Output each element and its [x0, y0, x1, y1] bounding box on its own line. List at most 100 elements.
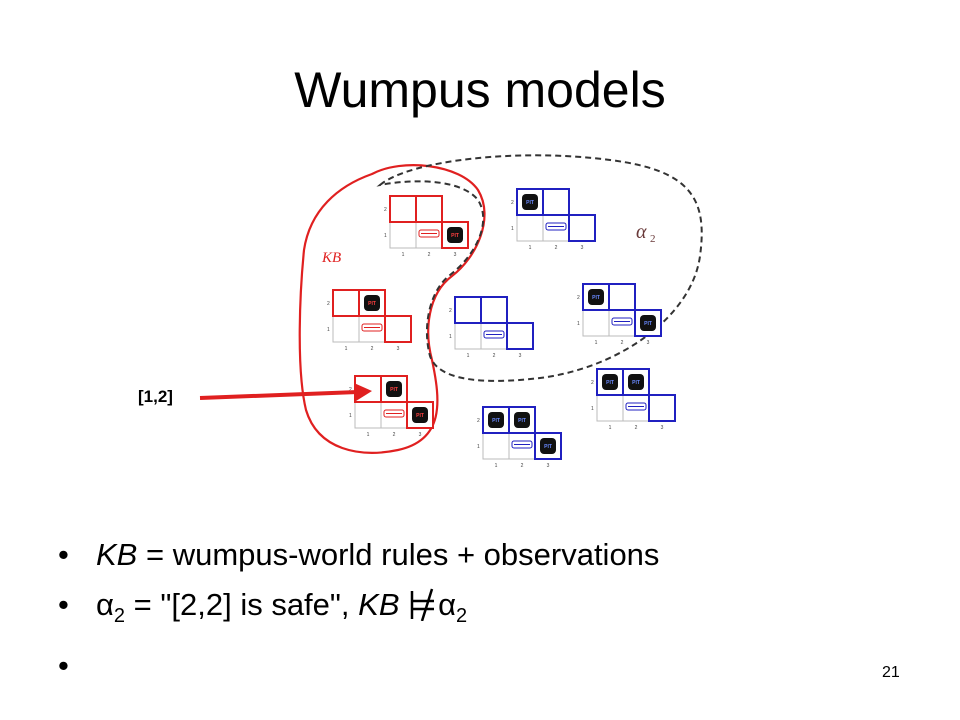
pit-label: PIT	[606, 380, 614, 386]
bullet-marker: •	[58, 648, 69, 684]
model-cell	[596, 394, 624, 422]
model-cell	[582, 309, 610, 337]
model-cell	[506, 322, 534, 350]
model-cell	[480, 296, 508, 324]
axis-col-label: 3	[547, 463, 550, 469]
axis-col-label: 1	[467, 353, 470, 359]
axis-row-label: 1	[577, 321, 580, 327]
model-cell	[389, 195, 417, 223]
model-grid: PIT PIT 1 2 1 2 3	[591, 368, 676, 431]
axis-row-label: 1	[449, 334, 452, 340]
pit-label: PIT	[592, 295, 600, 301]
axis-col-label: 1	[367, 432, 370, 438]
model-cell	[454, 296, 482, 324]
bullet-marker: •	[58, 587, 69, 622]
pit-label: PIT	[416, 413, 424, 419]
axis-row-label: 2	[577, 295, 580, 301]
axis-col-label: 3	[647, 340, 650, 346]
subscript: 2	[456, 605, 468, 628]
pit-label: PIT	[544, 444, 552, 450]
model-cell	[415, 195, 443, 223]
axis-col-label: 2	[371, 346, 374, 352]
pit-label: PIT	[632, 380, 640, 386]
axis-col-label: 3	[519, 353, 522, 359]
model-cell	[568, 214, 596, 242]
pit-label: PIT	[492, 418, 500, 424]
axis-row-label: 2	[384, 207, 387, 213]
not-entails-symbol	[408, 587, 438, 621]
axis-col-label: 1	[495, 463, 498, 469]
axis-row-label: 2	[327, 301, 330, 307]
axis-col-label: 2	[555, 245, 558, 251]
axis-row-label: 1	[349, 413, 352, 419]
model-cell	[354, 401, 382, 429]
model-cell	[482, 432, 510, 460]
axis-col-label: 2	[493, 353, 496, 359]
bullet-text	[400, 587, 409, 622]
bullet-text: α	[438, 587, 457, 622]
pit-label: PIT	[451, 233, 459, 239]
model-cell	[608, 283, 636, 311]
model-cell	[384, 315, 412, 343]
pit-icon	[640, 315, 656, 331]
bullet-text: = wumpus-world rules + observations	[137, 537, 660, 572]
axis-row-label: 2	[449, 308, 452, 314]
model-cell	[516, 214, 544, 242]
axis-col-label: 2	[635, 425, 638, 431]
bullet-text: α	[96, 587, 114, 622]
bullet-item: • KB = wumpus-world rules + observations	[58, 530, 659, 580]
bullet-list: •KB = wumpus-world rules + observations•…	[58, 530, 659, 683]
subscript: 2	[113, 605, 126, 628]
pit-label: PIT	[518, 418, 526, 424]
axis-col-label: 2	[621, 340, 624, 346]
alpha-region	[376, 154, 703, 382]
axis-row-label: 2	[591, 380, 594, 386]
axis-row-label: 1	[591, 406, 594, 412]
axis-col-label: 3	[581, 245, 584, 251]
axis-row-label: 1	[477, 444, 480, 450]
pit-icon	[514, 412, 530, 428]
axis-row-label: 1	[511, 226, 514, 232]
axis-col-label: 1	[609, 425, 612, 431]
model-cell	[454, 322, 482, 350]
model-grid: PIT PIT 1 2 1 2 3	[577, 283, 662, 346]
pit-icon	[540, 438, 556, 454]
pit-icon	[364, 295, 380, 311]
model-cell	[332, 289, 360, 317]
axis-col-label: 3	[397, 346, 400, 352]
pit-icon	[588, 289, 604, 305]
bullet-marker: •	[58, 537, 69, 572]
axis-col-label: 2	[521, 463, 524, 469]
axis-col-label: 1	[345, 346, 348, 352]
axis-col-label: 1	[529, 245, 532, 251]
axis-col-label: 3	[454, 252, 457, 258]
pit-icon	[628, 374, 644, 390]
pit-label: PIT	[390, 387, 398, 393]
axis-col-label: 3	[661, 425, 664, 431]
pit-icon	[522, 194, 538, 210]
model-cell	[389, 221, 417, 249]
model-cell	[542, 188, 570, 216]
callout-arrow	[199, 390, 359, 400]
kb-region-label: KB	[321, 250, 341, 266]
bullet-text: KB	[96, 537, 138, 572]
model-grid: 1 2 1 2 3	[449, 296, 534, 359]
axis-col-label: 1	[595, 340, 598, 346]
bullet-text: KB	[358, 587, 400, 622]
axis-col-label: 2	[393, 432, 396, 438]
callout-arrow-head	[354, 383, 372, 401]
pit-icon	[447, 227, 463, 243]
pit-icon	[412, 407, 428, 423]
alpha-region-label: α	[636, 221, 647, 243]
axis-row-label: 1	[384, 233, 387, 239]
model-cell	[332, 315, 360, 343]
pit-label: PIT	[368, 301, 376, 307]
bullet-text: = "[2,2] is safe",	[125, 587, 359, 622]
model-cell	[648, 394, 676, 422]
pit-label: PIT	[644, 321, 652, 327]
